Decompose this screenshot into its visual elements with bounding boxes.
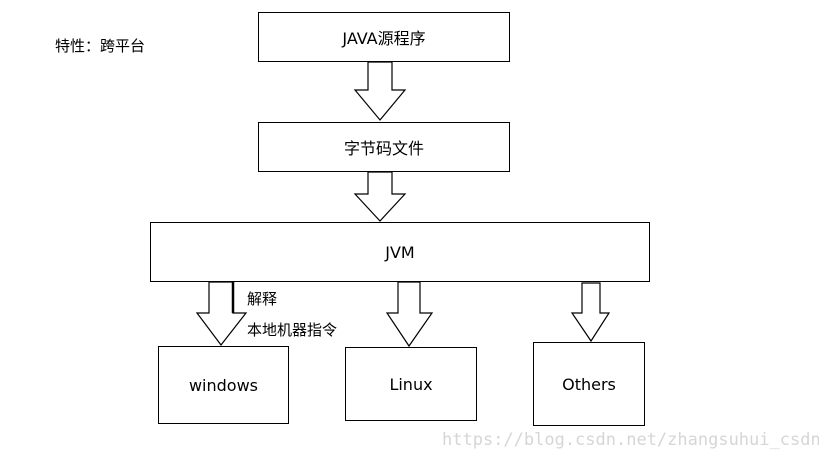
arrow-jvm-to-others [570,282,611,343]
node-java-source: JAVA源程序 [258,12,510,62]
feature-label: 特性：跨平台 [55,37,146,55]
arrow-bytecode-to-jvm [353,171,407,222]
annotation-interpret: 解释 [247,290,278,308]
node-bytecode-file: 字节码文件 [258,122,510,172]
arrow-jvm-to-linux [385,281,434,348]
node-others: Others [533,342,645,426]
node-jvm: JVM [150,222,650,282]
arrow-jvm-to-windows [195,281,248,346]
arrow-source-to-bytecode [353,61,407,121]
node-windows: windows [158,346,289,424]
watermark: https://blog.csdn.net/zhangsuhui_csdn [442,430,819,450]
node-linux: Linux [345,347,477,421]
annotation-native-instructions: 本地机器指令 [247,321,338,339]
